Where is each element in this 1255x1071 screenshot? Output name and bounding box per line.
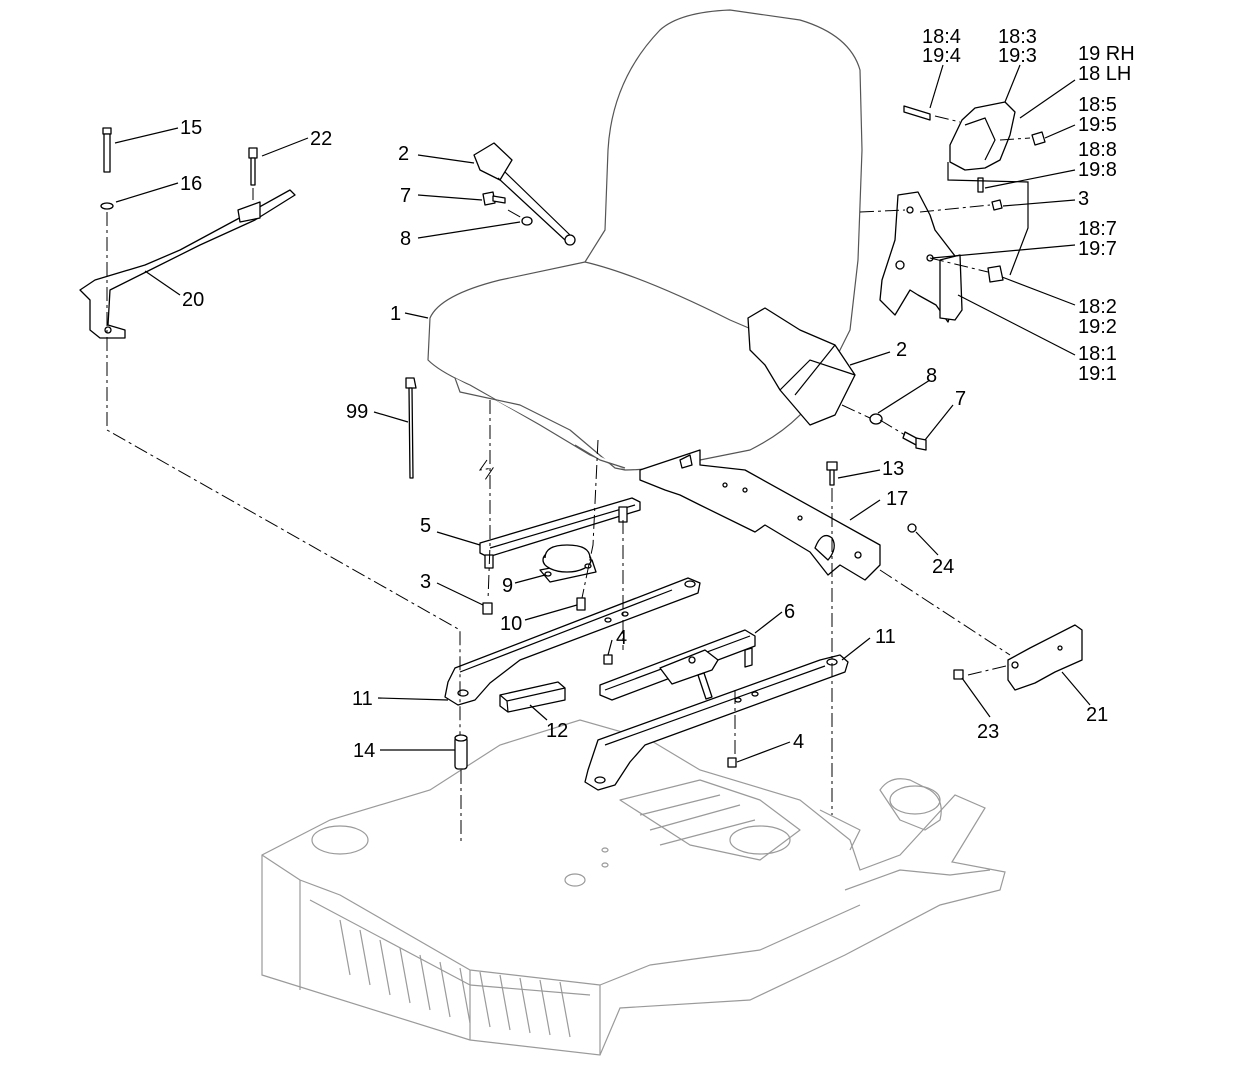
washer-8-right (869, 413, 883, 425)
seat-belt-retainer-assembly (859, 101, 1046, 323)
nut-4-upper (603, 654, 613, 665)
slide-rail-11-left (444, 577, 701, 706)
callout-4-lower: 4 (793, 731, 804, 753)
nut-3 (482, 602, 493, 615)
seat-switch-9 (539, 544, 597, 583)
screw-10 (576, 597, 586, 611)
bolt-7-right (902, 431, 927, 451)
washer-8-left (521, 216, 533, 226)
bolt-15 (102, 127, 112, 173)
callout-23: 23 (977, 721, 999, 743)
callout-12: 12 (546, 720, 568, 742)
bracket-20 (79, 189, 296, 339)
callout-19-5: 19:5 (1078, 114, 1117, 136)
callout-22: 22 (310, 128, 332, 150)
callout-21: 21 (1086, 704, 1108, 726)
callout-19-4: 19:4 (922, 45, 961, 67)
nut-4-lower (727, 757, 737, 768)
callout-24: 24 (932, 556, 954, 578)
callout-18-8: 18:8 (1078, 139, 1117, 161)
callout-18-4: 18:4 (922, 26, 961, 48)
callout-1: 1 (390, 303, 401, 325)
callout-2-left: 2 (398, 143, 409, 165)
callout-9: 9 (502, 575, 513, 597)
machine-frame-outline (261, 719, 1006, 1056)
callout-17: 17 (886, 488, 908, 510)
seat-mount-plate-17 (639, 449, 881, 581)
callout-labels: 15 16 22 20 2 7 8 1 99 5 3 9 10 4 11 12 … (180, 26, 1135, 762)
cable-tie-99 (405, 377, 417, 479)
spacer-14 (454, 734, 468, 770)
switch-bracket-5 (479, 497, 641, 569)
washer-24 (907, 523, 917, 533)
callout-10: 10 (500, 613, 522, 635)
alignment-lines (106, 115, 1031, 845)
callout-19-8: 19:8 (1078, 159, 1117, 181)
bracket-21 (1007, 624, 1083, 691)
callout-2-right: 2 (896, 339, 907, 361)
callout-8-right: 8 (926, 365, 937, 387)
bolt-13 (826, 461, 838, 486)
callout-6: 6 (784, 601, 795, 623)
callout-18-5: 18:5 (1078, 94, 1117, 116)
callout-16: 16 (180, 173, 202, 195)
nut-23 (953, 669, 964, 680)
callout-18-7: 18:7 (1078, 218, 1117, 240)
seat-belt-left (473, 142, 576, 246)
callout-3-upper: 3 (1078, 188, 1089, 210)
screw-22 (248, 147, 258, 186)
callout-18-lh: 18 LH (1078, 63, 1131, 85)
callout-4-upper: 4 (616, 627, 627, 649)
seat-belt-buckle-right (747, 307, 856, 426)
callout-8-left: 8 (400, 228, 411, 250)
callout-19-2: 19:2 (1078, 316, 1117, 338)
callout-20: 20 (182, 289, 204, 311)
callout-99: 99 (346, 401, 368, 423)
callout-19-rh: 19 RH (1078, 43, 1135, 65)
callout-11-right: 11 (875, 626, 896, 648)
callout-18-3: 18:3 (998, 26, 1037, 48)
washer-16 (100, 202, 114, 210)
spacer-12 (499, 681, 566, 713)
callout-11-left: 11 (352, 688, 373, 710)
callout-19-7: 19:7 (1078, 238, 1117, 260)
callout-19-1: 19:1 (1078, 363, 1117, 385)
callout-7-right: 7 (955, 388, 966, 410)
callout-15: 15 (180, 117, 202, 139)
slide-adjuster-6 (599, 629, 756, 701)
callout-5: 5 (420, 515, 431, 537)
callout-14: 14 (353, 740, 375, 762)
leader-lines (114, 64, 1091, 763)
callout-19-3: 19:3 (998, 45, 1037, 67)
callout-3-lower: 3 (420, 571, 431, 593)
callout-7-left: 7 (400, 185, 411, 207)
callout-13: 13 (882, 458, 904, 480)
callout-18-1: 18:1 (1078, 343, 1117, 365)
callout-18-2: 18:2 (1078, 296, 1117, 318)
bolt-7-left (482, 191, 506, 206)
